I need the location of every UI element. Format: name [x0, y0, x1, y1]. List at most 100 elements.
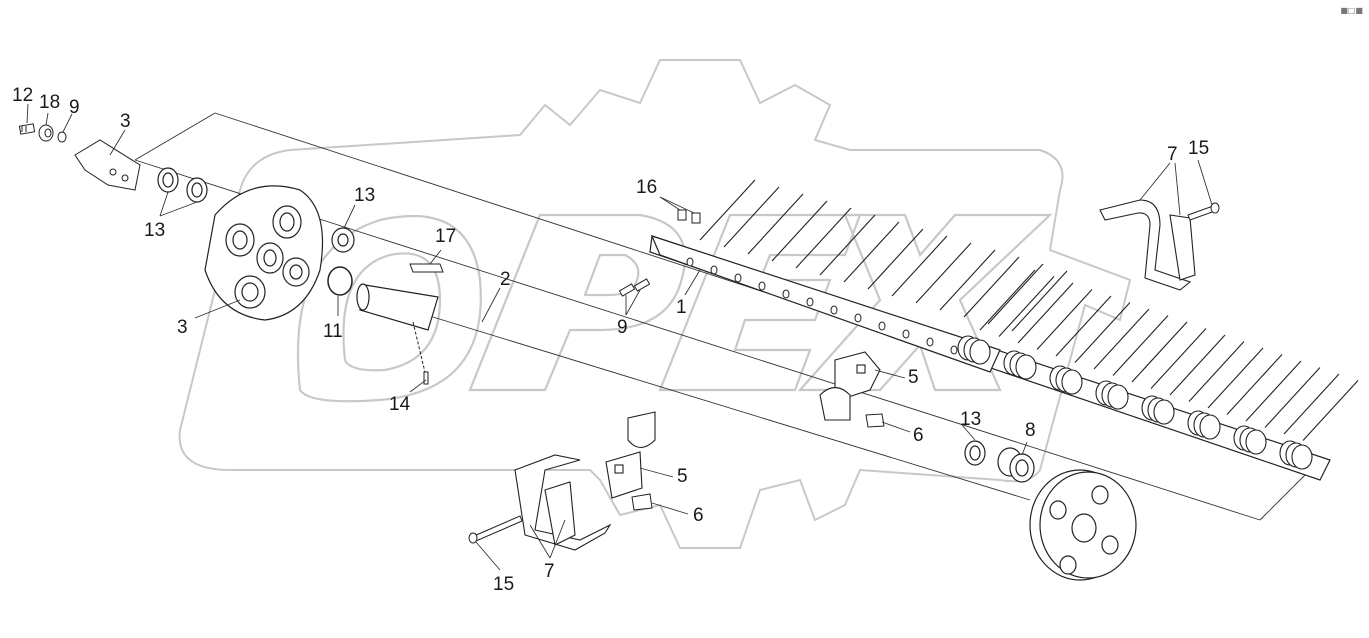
tine — [747, 193, 804, 255]
tube-hole — [806, 297, 814, 307]
block-6-upper — [865, 413, 885, 428]
callout-13: 13 — [960, 409, 982, 430]
spider-disk — [204, 185, 324, 321]
block-6-lower — [631, 493, 653, 511]
tine — [979, 269, 1036, 331]
bearing-housing-5-lower — [605, 411, 656, 499]
key-17 — [409, 263, 444, 273]
callout-7: 7 — [544, 561, 555, 582]
bolts-9 — [618, 278, 651, 297]
tine — [963, 256, 1020, 318]
tine — [1264, 367, 1321, 428]
washer-13-right — [964, 440, 986, 466]
tube-hole — [950, 345, 958, 355]
tine — [723, 186, 780, 248]
tine — [699, 179, 756, 241]
coil-springs — [957, 335, 1313, 470]
tube-hole — [758, 281, 766, 291]
spring-coil — [1291, 444, 1313, 470]
callout-3: 3 — [120, 111, 131, 132]
callout-15: 15 — [1188, 138, 1210, 159]
washer-13-disk — [331, 227, 355, 253]
pin-14 — [412, 321, 429, 386]
spring-coil — [1015, 354, 1037, 380]
tine — [1017, 282, 1074, 344]
callout-7: 7 — [1167, 144, 1178, 165]
tine — [1283, 373, 1340, 435]
callout-9: 9 — [69, 97, 80, 118]
tine — [987, 263, 1044, 325]
tube-hole — [782, 289, 790, 299]
spring-coil — [1107, 384, 1129, 410]
callout-15: 15 — [493, 574, 515, 595]
crank-3-top — [74, 139, 141, 191]
tube-hole — [686, 257, 694, 267]
end-plate — [1029, 469, 1137, 581]
callout-6: 6 — [693, 505, 704, 526]
tines — [699, 179, 1359, 441]
tube-hole — [854, 313, 862, 323]
spring-coil — [1153, 399, 1175, 425]
tine — [998, 276, 1055, 337]
tube-holes — [686, 257, 958, 355]
callout-12: 12 — [12, 85, 34, 106]
o-ring-11 — [327, 266, 353, 296]
tine — [795, 207, 852, 269]
callout-17: 17 — [435, 226, 457, 247]
tine — [1093, 308, 1150, 370]
bolt-15-lower — [468, 515, 523, 544]
bearing-housing-5-upper — [819, 351, 881, 421]
tube-hole — [878, 321, 886, 331]
tine — [867, 228, 924, 290]
bracket-7-lower — [514, 454, 612, 551]
tine — [1226, 354, 1283, 415]
callout-5: 5 — [677, 466, 688, 487]
spring-coil — [969, 339, 991, 365]
leader-lines — [26, 103, 1213, 571]
tube-hole — [710, 265, 718, 275]
tube-hole — [926, 337, 934, 347]
callout-16: 16 — [636, 177, 658, 198]
callout-18: 18 — [39, 92, 61, 113]
callout-9: 9 — [617, 317, 628, 338]
tine — [1131, 321, 1188, 383]
tine — [1074, 302, 1131, 363]
tine — [891, 235, 948, 297]
callout-3: 3 — [177, 317, 188, 338]
watermark-gear — [178, 59, 1132, 549]
tube-hole — [734, 273, 742, 283]
tine — [1011, 270, 1068, 332]
spring-coil — [1199, 414, 1221, 440]
tine — [1112, 315, 1169, 376]
tine — [1207, 347, 1264, 409]
bracket-7-right — [1099, 199, 1196, 291]
assembly-lines — [134, 112, 1311, 521]
tine — [819, 214, 876, 276]
corner-mark: ■□■ — [1340, 6, 1363, 15]
spring-coil — [1245, 429, 1267, 455]
callout-13: 13 — [144, 220, 166, 241]
tube-hole — [902, 329, 910, 339]
bolt-15-right — [1187, 202, 1220, 221]
bolt-12 — [18, 123, 36, 135]
bushing-8 — [997, 447, 1035, 483]
tine — [1036, 289, 1093, 350]
tine — [915, 242, 972, 304]
tine — [771, 200, 828, 262]
tine — [1169, 334, 1226, 396]
callout-1: 1 — [676, 297, 687, 318]
spring-coil — [1061, 369, 1083, 395]
tine — [939, 249, 996, 311]
callout-8: 8 — [1025, 420, 1036, 441]
callout-13: 13 — [354, 185, 376, 206]
shaft-2 — [356, 283, 439, 331]
washer-9 — [57, 131, 67, 143]
callout-2: 2 — [500, 269, 511, 290]
callout-5: 5 — [908, 367, 919, 388]
tine — [1188, 341, 1245, 402]
bolts-16 — [677, 209, 701, 224]
washer-13-pair — [157, 167, 208, 203]
callout-14: 14 — [389, 394, 411, 415]
tine — [1302, 380, 1359, 441]
